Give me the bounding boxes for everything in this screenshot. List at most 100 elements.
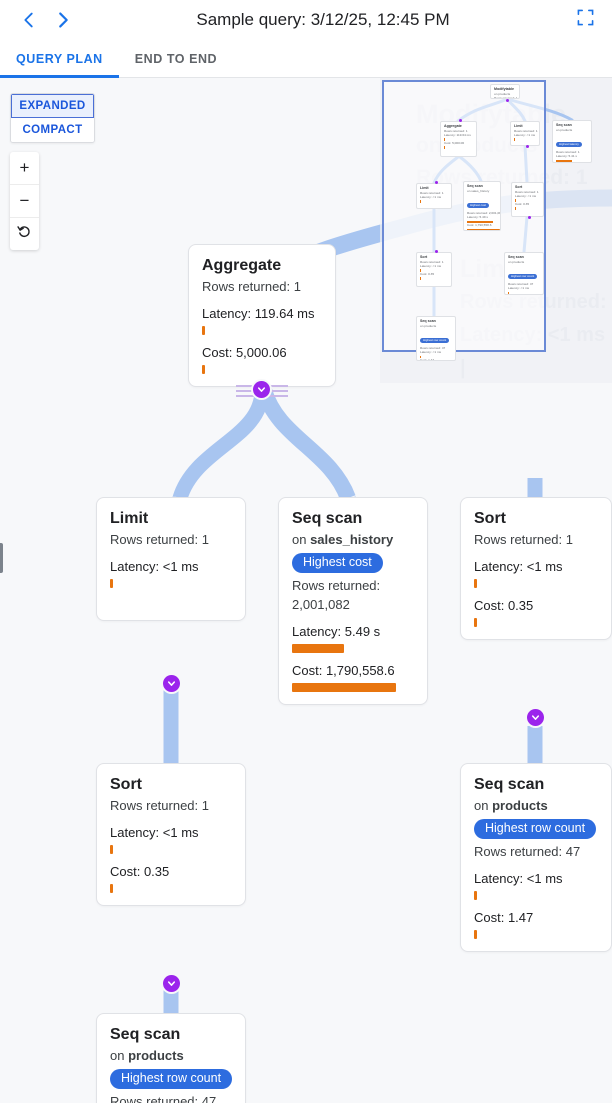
- node-sort-right[interactable]: Sort Rows returned: 1 Latency: <1 ms Cos…: [460, 497, 612, 640]
- minimap-expander-dot: [435, 250, 438, 253]
- reset-rotate-icon: [17, 224, 32, 244]
- cost-bar: [474, 930, 477, 939]
- fullscreen-icon: [577, 9, 594, 31]
- expander-sort-lower[interactable]: [163, 975, 180, 992]
- node-seq-scan-products-bottom[interactable]: Seq scan on products Highest row count R…: [96, 1013, 246, 1103]
- reset-view-button[interactable]: [10, 217, 39, 250]
- minimap-expander-dot: [435, 181, 438, 184]
- node-seq-scan-products-right[interactable]: Seq scan on products Highest row count R…: [460, 763, 612, 952]
- latency-bar: [292, 644, 344, 653]
- node-rows: Rows returned: 1: [110, 532, 209, 547]
- on-prefix: on: [292, 532, 311, 547]
- node-rows: Rows returned: 1: [110, 798, 209, 813]
- node-cost: Cost: 0.35: [110, 864, 170, 879]
- on-prefix: on: [110, 1048, 129, 1063]
- expander-sort-right[interactable]: [527, 709, 544, 726]
- status-badge: Highest cost: [292, 553, 383, 573]
- minimap-expander-dot: [526, 145, 529, 148]
- node-relation: on products: [110, 1046, 232, 1065]
- latency-bar: [474, 579, 477, 588]
- query-plan-canvas[interactable]: Modifytable on products Rows returned: 1…: [0, 78, 612, 1103]
- node-latency: Latency: 5.49 s: [292, 624, 381, 639]
- chevron-left-icon: [18, 9, 40, 31]
- back-button[interactable]: [12, 3, 46, 37]
- node-title: Sort: [474, 510, 506, 527]
- status-badge: Highest row count: [110, 1069, 233, 1089]
- forward-button[interactable]: [46, 3, 80, 37]
- node-title: Seq scan: [474, 776, 545, 793]
- node-title: Limit: [110, 510, 149, 527]
- relation-name: sales_history: [310, 532, 394, 547]
- node-seq-scan-sales-history[interactable]: Seq scan on sales_history Highest cost R…: [278, 497, 428, 705]
- node-rows: Rows returned: 2,001,082: [292, 578, 381, 612]
- node-sort-lower[interactable]: Sort Rows returned: 1 Latency: <1 ms Cos…: [96, 763, 246, 906]
- expander-aggregate[interactable]: [253, 381, 270, 398]
- minimap-expander-dot: [459, 119, 462, 122]
- node-cost: Cost: 1.47: [474, 910, 534, 925]
- node-title: Aggregate: [202, 257, 282, 274]
- spacer: [110, 588, 232, 608]
- latency-bar: [110, 845, 113, 854]
- node-relation: on products: [474, 796, 598, 815]
- tab-end-to-end[interactable]: END TO END: [119, 40, 233, 77]
- minimap-expander-dot: [506, 99, 509, 102]
- fullscreen-button[interactable]: [570, 5, 600, 35]
- node-title: Seq scan: [292, 510, 363, 527]
- node-cost: Cost: 0.35: [474, 598, 534, 613]
- layout-mode-switch[interactable]: EXPANDED COMPACT: [10, 93, 95, 143]
- mode-expanded-button[interactable]: EXPANDED: [11, 94, 94, 118]
- node-rows: Rows returned: 47: [474, 844, 581, 859]
- node-rows: Rows returned: 47: [110, 1094, 217, 1103]
- zoom-controls[interactable]: + −: [10, 152, 39, 250]
- tab-query-plan[interactable]: QUERY PLAN: [0, 40, 119, 78]
- node-latency: Latency: <1 ms: [110, 825, 199, 840]
- latency-bar: [202, 326, 205, 335]
- node-relation: on sales_history: [292, 530, 414, 549]
- latency-bar: [110, 579, 113, 588]
- app-header: Sample query: 3/12/25, 12:45 PM: [0, 0, 612, 40]
- panel-drag-handle[interactable]: [0, 543, 3, 573]
- mode-compact-button[interactable]: COMPACT: [11, 118, 94, 142]
- status-badge: Highest row count: [474, 819, 597, 839]
- cost-bar: [110, 884, 113, 893]
- zoom-in-button[interactable]: +: [19, 158, 30, 177]
- relation-name: products: [492, 798, 548, 813]
- node-rows: Rows returned: 1: [474, 532, 573, 547]
- node-rows: Rows returned: 1: [202, 279, 301, 294]
- cost-bar: [202, 365, 205, 374]
- node-latency: Latency: <1 ms: [474, 559, 563, 574]
- cost-bar: [292, 683, 396, 692]
- node-cost: Cost: 5,000.06: [202, 345, 287, 360]
- node-aggregate[interactable]: Aggregate Rows returned: 1 Latency: 119.…: [188, 244, 336, 387]
- node-latency: Latency: <1 ms: [474, 871, 563, 886]
- node-title: Sort: [110, 776, 142, 793]
- on-prefix: on: [474, 798, 493, 813]
- node-cost: Cost: 1,790,558.6: [292, 663, 395, 678]
- latency-bar: [474, 891, 477, 900]
- tab-end-to-end-label: END TO END: [134, 51, 218, 66]
- node-latency: Latency: <1 ms: [110, 559, 199, 574]
- minimap-expander-dot: [528, 216, 531, 219]
- node-limit[interactable]: Limit Rows returned: 1 Latency: <1 ms: [96, 497, 246, 621]
- page-title: Sample query: 3/12/25, 12:45 PM: [196, 10, 450, 29]
- cost-bar: [474, 618, 477, 627]
- node-title: Seq scan: [110, 1026, 181, 1043]
- relation-name: products: [128, 1048, 184, 1063]
- chevron-right-icon: [52, 9, 74, 31]
- tab-bar: QUERY PLAN END TO END: [0, 40, 612, 78]
- node-latency: Latency: 119.64 ms: [202, 306, 315, 321]
- tab-query-plan-label: QUERY PLAN: [16, 51, 103, 66]
- zoom-out-button[interactable]: −: [10, 184, 39, 217]
- expander-limit[interactable]: [163, 675, 180, 692]
